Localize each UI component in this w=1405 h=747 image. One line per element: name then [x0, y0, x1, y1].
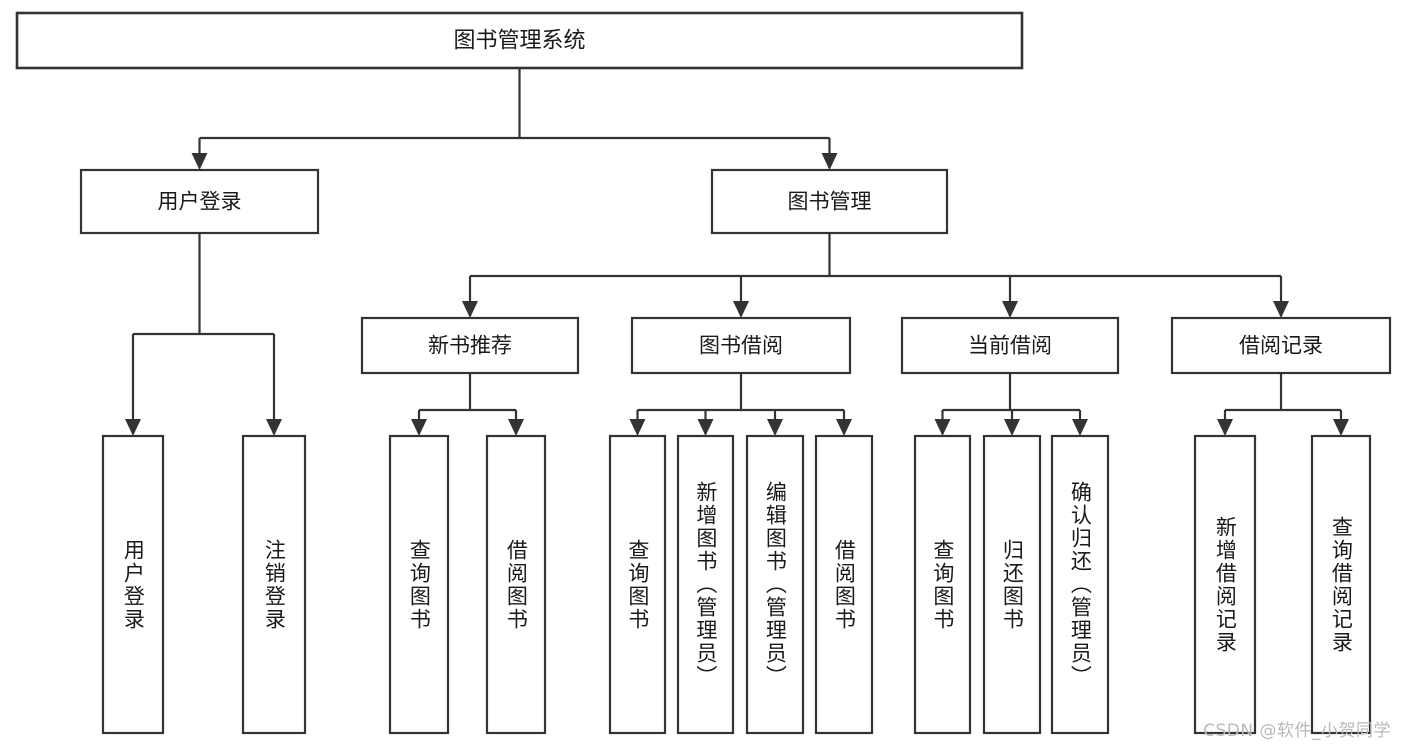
leaf-node-4-box[interactable]: [485, 434, 547, 735]
arrowhead-parent3-to-leaf-3: [767, 419, 783, 436]
level3-node-3-label: 当前借阅: [968, 334, 1052, 358]
arrowhead-parent4-to-leaf-1: [934, 419, 951, 436]
arrowhead-parent5-to-leaf-1: [1217, 419, 1233, 436]
arrowhead-root-to-level2-1: [191, 153, 208, 170]
arrowhead-parent2-to-leaf-1: [411, 419, 427, 436]
root-node-box[interactable]: [15, 11, 1024, 70]
arrowhead-parent3-to-leaf-4: [836, 419, 852, 436]
level3-node-4-box[interactable]: [1170, 316, 1392, 375]
leaf-node-5-box[interactable]: [608, 434, 667, 735]
arrowhead-parent5-to-leaf-2: [1333, 419, 1349, 436]
level3-node-1-label: 新书推荐: [428, 334, 512, 358]
arrowhead-parent2-to-leaf-2: [508, 419, 524, 436]
leaf-node-6-box[interactable]: [676, 434, 735, 735]
node-box-layer: [15, 11, 1392, 735]
level3-node-1-box[interactable]: [360, 316, 580, 375]
leaf-node-13-box[interactable]: [1310, 434, 1372, 735]
arrowhead-parent3-to-leaf-1: [629, 419, 646, 436]
arrowhead-root-to-level2-2: [821, 153, 838, 170]
leaf-node-3-box[interactable]: [388, 434, 450, 735]
arrowhead-book-mgmt-to-level3-1: [462, 301, 478, 318]
level2-node-2-label: 图书管理: [788, 190, 872, 214]
connector-layer: [125, 68, 1349, 436]
arrowhead-parent3-to-leaf-2: [697, 419, 714, 436]
level2-node-1-label: 用户登录: [158, 190, 242, 214]
leaf-node-8-box[interactable]: [814, 434, 874, 735]
watermark-text: CSDN @软件_小贺同学: [1203, 721, 1391, 741]
arrowhead-book-mgmt-to-level3-3: [1002, 301, 1018, 318]
level2-node-1-box[interactable]: [79, 168, 320, 235]
leaf-node-7-box[interactable]: [745, 434, 805, 735]
leaf-node-1-box[interactable]: [101, 434, 165, 735]
level3-node-2-label: 图书借阅: [699, 334, 783, 358]
root-node-label: 图书管理系统: [453, 29, 585, 54]
leaf-node-11-box[interactable]: [1050, 434, 1110, 735]
level3-node-4-label: 借阅记录: [1239, 334, 1323, 358]
arrowhead-parent4-to-leaf-2: [1004, 419, 1020, 436]
level3-node-3-box[interactable]: [900, 316, 1120, 375]
leaf-node-9-box[interactable]: [913, 434, 972, 735]
arrowhead-book-mgmt-to-level3-2: [733, 301, 749, 318]
leaf-node-2-box[interactable]: [241, 434, 307, 735]
level2-node-2-box[interactable]: [710, 168, 949, 235]
arrowhead-parent1-to-leaf-2: [266, 419, 282, 436]
level3-node-2-box[interactable]: [630, 316, 852, 375]
arrowhead-book-mgmt-to-level3-4: [1273, 301, 1289, 318]
arrowhead-parent4-to-leaf-3: [1072, 419, 1088, 436]
leaf-node-12-box[interactable]: [1193, 434, 1257, 735]
arrowhead-parent1-to-leaf-1: [125, 419, 141, 436]
leaf-node-10-box[interactable]: [982, 434, 1042, 735]
